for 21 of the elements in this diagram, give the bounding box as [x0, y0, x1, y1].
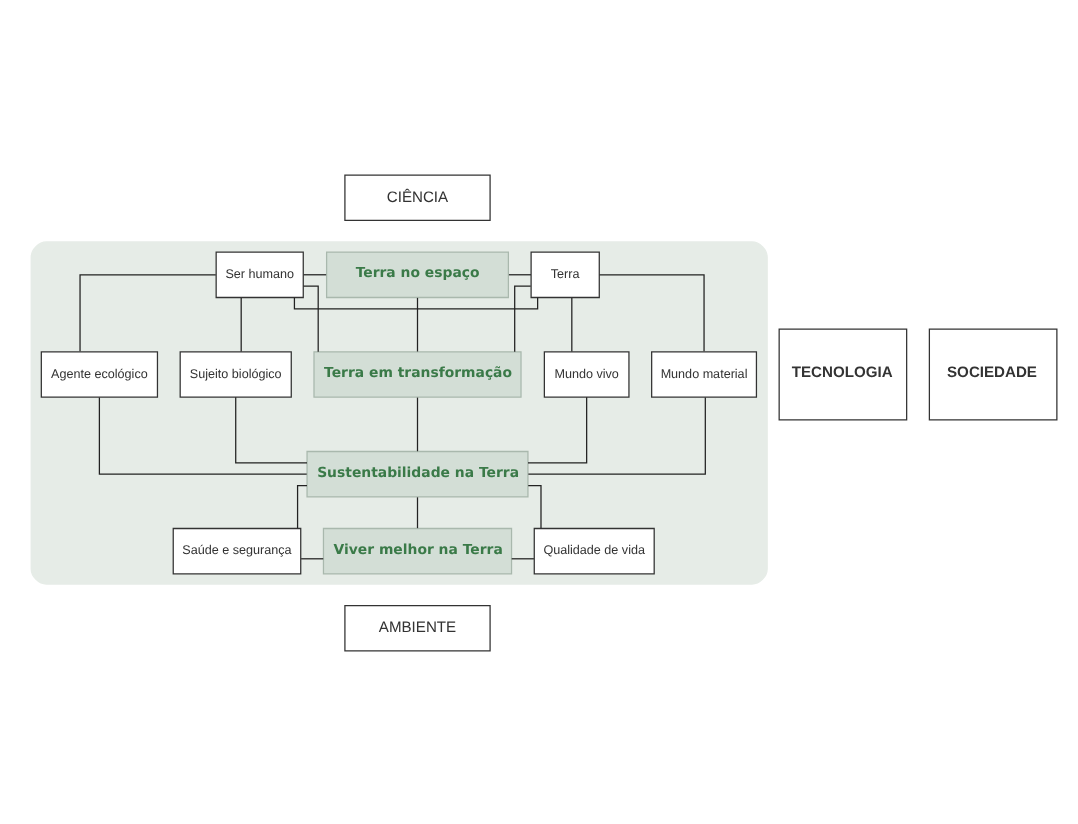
connector	[79, 273, 217, 351]
connector	[514, 284, 532, 352]
connector	[296, 483, 308, 528]
connector	[240, 296, 242, 352]
connector	[293, 296, 539, 309]
connector	[527, 396, 706, 474]
connector	[303, 273, 327, 275]
connector	[235, 395, 308, 463]
connector	[416, 296, 419, 352]
connector	[508, 273, 532, 275]
connector	[511, 557, 535, 559]
connector	[98, 396, 308, 474]
connector	[416, 495, 419, 528]
connector	[302, 284, 319, 352]
connector	[527, 395, 588, 463]
connector	[598, 273, 705, 351]
cluster	[30, 240, 768, 584]
connector	[300, 557, 324, 559]
connector	[416, 396, 419, 451]
connector	[571, 296, 573, 352]
connector	[527, 483, 542, 528]
